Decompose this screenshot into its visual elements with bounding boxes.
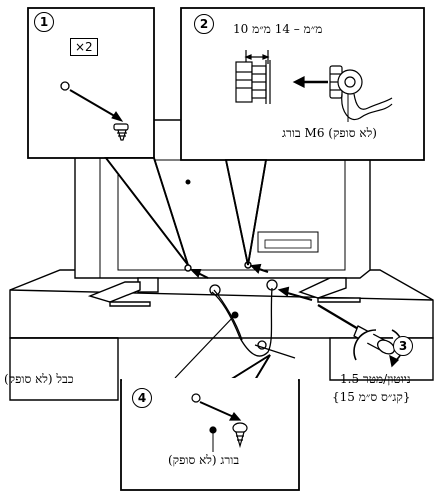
step4-screw-label: בורג (לא סופק) — [168, 453, 240, 467]
tv-port-area — [257, 231, 319, 253]
cable-callout-line — [174, 314, 236, 379]
step1-number: 1 — [34, 12, 54, 32]
tv-hole-lower-left — [184, 264, 192, 272]
step3-torque-line2: {15 קג״ס ס״מ} — [332, 390, 411, 404]
tv-connector — [137, 277, 159, 293]
step2-screw-label: בורג M6 (לא סופק) — [282, 126, 377, 140]
step2-dimension: 10 מ״מ – 14 מ״מ — [233, 22, 323, 36]
tv-hole-upper-left — [185, 179, 191, 185]
step2-number: 2 — [194, 14, 214, 34]
step1-multiplier: ×2 — [70, 38, 98, 56]
panel2-diagram — [235, 50, 393, 122]
step3-torque-line1: 1.5 ניוטון/מטר — [340, 372, 411, 386]
screw-icon-panel1 — [113, 123, 129, 141]
mount-arrows — [189, 263, 313, 301]
panel4-diagram — [191, 393, 248, 452]
tv-stand — [87, 277, 361, 307]
panel1-diagram — [60, 81, 129, 141]
step4-number: 4 — [132, 388, 152, 408]
cable-label: כבל (לא סופק) — [4, 372, 74, 386]
screw-and-cable-icon — [329, 65, 393, 121]
cable-assembly — [209, 279, 296, 359]
step3-number: 3 — [393, 336, 413, 356]
screw-icon-panel4 — [232, 422, 248, 449]
